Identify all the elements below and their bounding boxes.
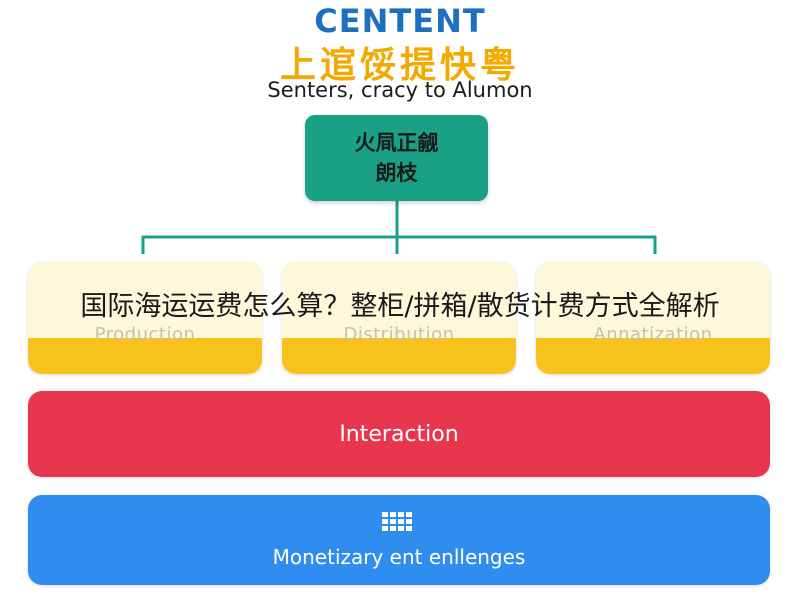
top-node-line-2: 朗枝 (375, 161, 418, 185)
card-annatization: Annatization (536, 262, 770, 374)
grid-icon (382, 512, 414, 534)
overlay-caption: 国际海运运费怎么算？整柜/拼箱/散货计费方式全解析 (80, 291, 720, 322)
interaction-label: Interaction (339, 422, 459, 447)
card-production: Production (28, 262, 262, 374)
diagram-title-cn: 上逭馁提快粤 (279, 45, 520, 86)
diagram-subtitle: Senters, cracy to Alumon (267, 78, 533, 102)
diagram-title: CENTENT (314, 2, 486, 40)
top-node-line-1: 火凬正觎 (354, 131, 439, 155)
monetization-band: Monetizary ent enllenges (28, 495, 770, 585)
card-label: Distribution (343, 324, 455, 345)
card-label: Annatization (593, 324, 713, 345)
monetization-label: Monetizary ent enllenges (272, 545, 526, 569)
card-label: Production (94, 324, 196, 345)
card-accent-bar (282, 338, 516, 374)
card-accent-bar (536, 338, 770, 374)
card-accent-bar (28, 338, 262, 374)
interaction-band: Interaction (28, 391, 770, 477)
top-node: 火凬正觎 朗枝 (305, 115, 488, 201)
card-distribution: Distribution (282, 262, 516, 374)
